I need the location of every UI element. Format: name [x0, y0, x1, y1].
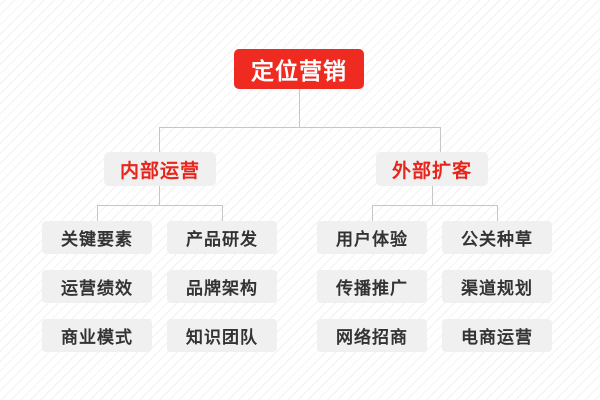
leaf-node-business-model[interactable]: 商业模式: [42, 319, 152, 352]
leaf-node-product-rd[interactable]: 产品研发: [167, 221, 277, 254]
connector-root-to-branch-right: [440, 127, 441, 152]
connector-branch-right-bar: [372, 205, 497, 206]
connector-branch-left-to-col2: [222, 205, 223, 221]
connector-root-bar: [159, 127, 440, 128]
root-node-positioning-marketing[interactable]: 定位营销: [234, 49, 364, 89]
leaf-node-operations-performance[interactable]: 运营绩效: [42, 270, 152, 303]
leaf-node-user-experience[interactable]: 用户体验: [317, 221, 427, 254]
leaf-node-online-recruitment[interactable]: 网络招商: [317, 319, 427, 352]
leaf-node-pr-seeding[interactable]: 公关种草: [442, 221, 552, 254]
connector-branch-right-to-col3: [372, 205, 373, 221]
branch-node-internal-operations[interactable]: 内部运营: [104, 152, 216, 186]
leaf-node-knowledge-team[interactable]: 知识团队: [167, 319, 277, 352]
leaf-node-communication-promotion[interactable]: 传播推广: [317, 270, 427, 303]
connector-branch-right-stem: [432, 186, 433, 205]
leaf-node-key-elements[interactable]: 关键要素: [42, 221, 152, 254]
connector-root-stem: [299, 89, 300, 127]
connector-root-to-branch-left: [159, 127, 160, 152]
leaf-node-channel-planning[interactable]: 渠道规划: [442, 270, 552, 303]
connector-branch-left-stem: [159, 186, 160, 205]
connector-branch-right-to-col4: [497, 205, 498, 221]
leaf-node-ecommerce-operations[interactable]: 电商运营: [442, 319, 552, 352]
connector-branch-left-bar: [97, 205, 222, 206]
leaf-node-brand-architecture[interactable]: 品牌架构: [167, 270, 277, 303]
branch-node-external-expansion[interactable]: 外部扩客: [376, 152, 488, 186]
connector-branch-left-to-col1: [97, 205, 98, 221]
